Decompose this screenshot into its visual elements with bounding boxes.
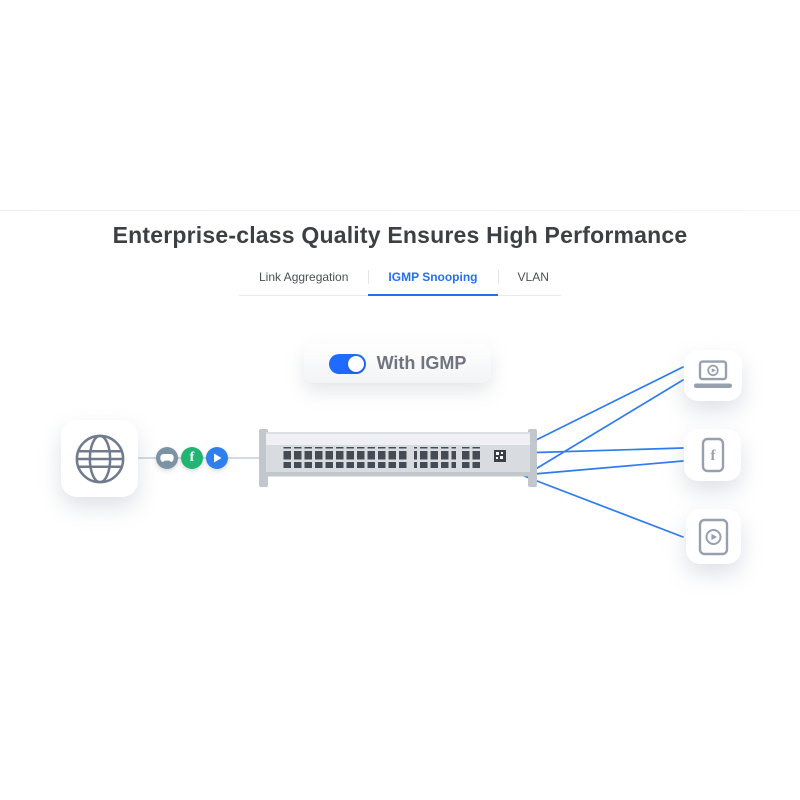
igmp-toggle-switch[interactable] [328, 353, 366, 374]
tablet-device-card [686, 509, 741, 564]
laptop-device-card [684, 350, 742, 401]
phone-device-card: f [684, 429, 741, 481]
section-divider [0, 210, 800, 211]
play-glyph [213, 453, 221, 463]
igmp-toggle-card: With IGMP [304, 344, 491, 383]
game-controller-glyph [160, 454, 174, 462]
multicast-lines [519, 366, 684, 538]
video-play-icon [206, 447, 228, 469]
laptop-video-icon [694, 359, 732, 388]
phone-facebook-letter: f [710, 448, 716, 464]
internet-card [61, 420, 138, 497]
tab-igmp-snooping[interactable]: IGMP Snooping [368, 267, 498, 296]
feature-tabs: Link Aggregation IGMP Snooping VLAN [239, 267, 561, 296]
page-title: Enterprise-class Quality Ensures High Pe… [112, 222, 688, 248]
toggle-label: With IGMP [376, 353, 467, 373]
tablet-video-icon [698, 518, 729, 555]
rack-switch-icon [259, 429, 537, 487]
toggle-knob [347, 355, 364, 372]
game-controller-icon [156, 447, 178, 469]
facebook-icon: f [181, 447, 203, 469]
facebook-letter: f [189, 450, 195, 465]
tab-vlan[interactable]: VLAN [497, 267, 569, 295]
tab-link-aggregation[interactable]: Link Aggregation [259, 270, 349, 284]
internet-globe-icon [75, 434, 124, 483]
phone-facebook-icon: f [701, 437, 724, 473]
